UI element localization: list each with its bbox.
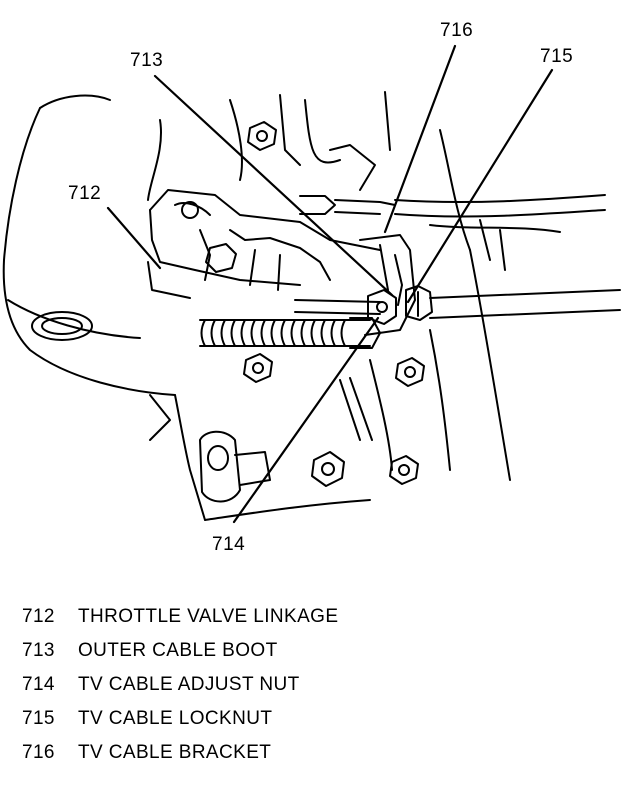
- callout-716: 716: [440, 20, 474, 41]
- legend-description: OUTER CABLE BOOT: [78, 640, 278, 661]
- lower-bracket-parts: [199, 377, 373, 503]
- legend-number: 714: [22, 674, 55, 695]
- legend-number: 713: [22, 640, 55, 661]
- throttle-valve-linkage: [147, 189, 381, 299]
- legend-description: TV CABLE BRACKET: [78, 742, 272, 763]
- callout-712: 712: [68, 183, 102, 204]
- legend-description: TV CABLE LOCKNUT: [78, 708, 273, 729]
- mounting-bolts: [205, 121, 425, 487]
- parts-legend: 712 THROTTLE VALVE LINKAGE 713 OUTER CAB…: [22, 606, 612, 776]
- legend-number: 712: [22, 606, 55, 627]
- legend-item: 714 TV CABLE ADJUST NUT: [22, 674, 612, 708]
- callout-leader-lines: [106, 44, 554, 524]
- legend-item: 715 TV CABLE LOCKNUT: [22, 708, 612, 742]
- tv-cable-assembly-illustration: [2, 44, 621, 524]
- legend-item: 713 OUTER CABLE BOOT: [22, 640, 612, 674]
- legend-item: 712 THROTTLE VALVE LINKAGE: [22, 606, 612, 640]
- outer-cable-boot: [199, 317, 381, 349]
- callout-715: 715: [540, 46, 574, 67]
- tv-cable: [294, 194, 621, 319]
- legend-description: THROTTLE VALVE LINKAGE: [78, 606, 339, 627]
- legend-number: 715: [22, 708, 55, 729]
- transmission-housing-outline: [149, 91, 561, 481]
- legend-number: 716: [22, 742, 55, 763]
- callout-714: 714: [212, 534, 246, 555]
- legend-item: 716 TV CABLE BRACKET: [22, 742, 612, 776]
- callout-713: 713: [130, 50, 164, 71]
- tv-cable-bracket: [359, 234, 416, 336]
- engine-block-outline: [2, 94, 371, 521]
- legend-description: TV CABLE ADJUST NUT: [78, 674, 300, 695]
